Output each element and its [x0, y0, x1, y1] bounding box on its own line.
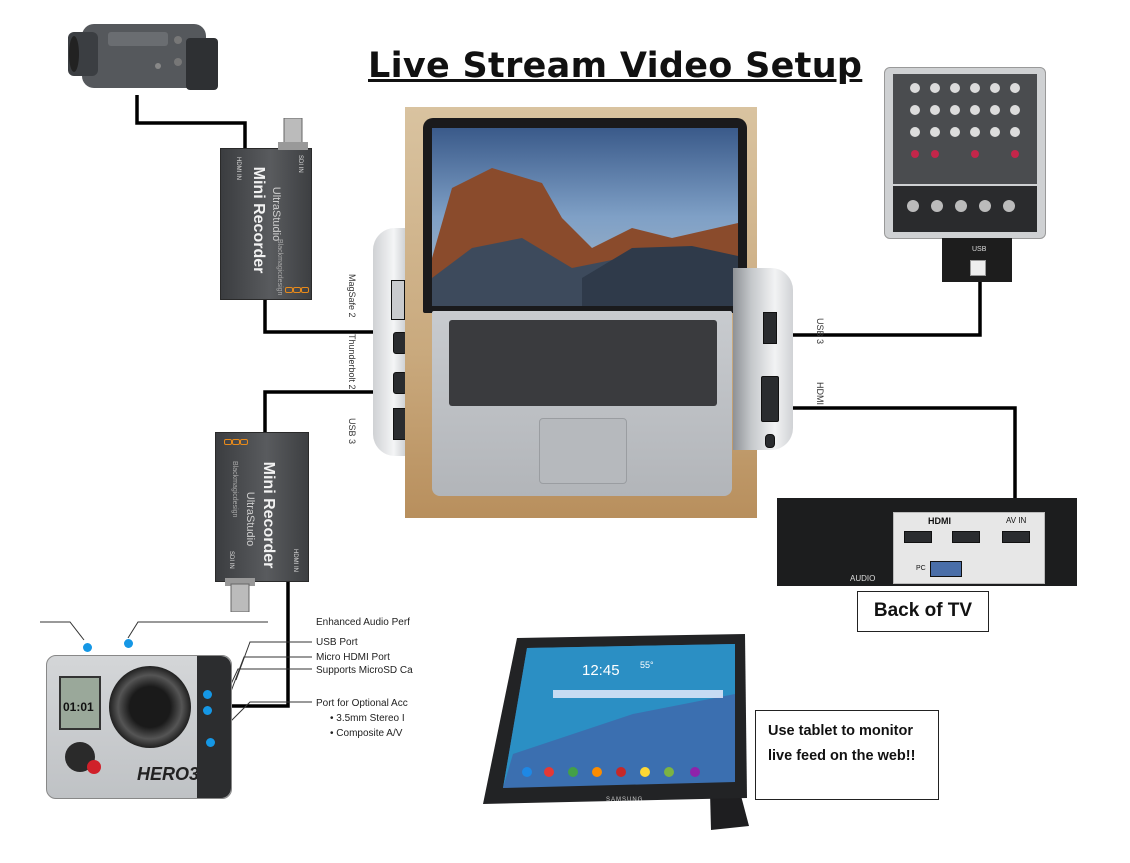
sdi-connector-icon — [278, 118, 308, 150]
gopro-feature: Port for Optional Acc — [316, 698, 408, 709]
vga-port — [930, 561, 962, 577]
tv-hdmi-port — [952, 531, 980, 543]
laptop-trackpad — [539, 418, 627, 484]
magsafe-port — [391, 280, 405, 320]
callout-dot — [203, 690, 212, 699]
tv-audio-label: AUDIO — [850, 574, 876, 583]
recorder-port-label: HDMI IN — [292, 549, 298, 572]
recorder-port-label: SDI IN — [228, 551, 234, 569]
led-indicator — [232, 439, 240, 445]
laptop-right-side-image — [733, 268, 793, 450]
recorder-subtitle: UltraStudio — [270, 186, 282, 242]
port-label-hdmi: HDMI — [815, 382, 825, 405]
tv-caption: Back of TV — [873, 600, 973, 621]
recorder-port-label: SDI IN — [297, 155, 303, 173]
led-indicator — [285, 287, 293, 293]
port-label-thunderbolt: Thunderbolt 2 — [347, 334, 357, 390]
recorder-brand: Blackmagicdesign — [231, 461, 238, 518]
audio-mixer-image — [884, 67, 1046, 239]
sd-slot — [765, 434, 775, 448]
recorder-port-label: HDMI IN — [235, 157, 241, 180]
tv-hdmi-port — [904, 531, 932, 543]
callout-dot — [203, 706, 212, 715]
usb-b-port — [970, 260, 986, 276]
gopro-lcd: 01:01 — [59, 676, 101, 730]
tv-caption-box: Back of TV — [857, 591, 989, 632]
gopro-side — [197, 656, 231, 798]
mixer-usb-port-image: USB — [942, 238, 1012, 282]
gopro-callout-lines — [40, 621, 312, 723]
gopro-model: HERO3 — [137, 764, 200, 784]
callout-dot — [206, 738, 215, 747]
led-indicator — [240, 439, 248, 445]
led-indicator — [301, 287, 309, 293]
recorder-name: Mini Recorder — [250, 166, 267, 274]
gopro-feature: Enhanced Audio Perf — [316, 617, 410, 628]
mini-recorder-top: HDMI IN SDI IN UltraStudio Mini Recorder… — [220, 148, 312, 300]
tv-hdmi-header: HDMI — [928, 516, 951, 526]
mixer-knobs-icon — [893, 74, 1037, 232]
gopro-feature: USB Port — [316, 637, 358, 648]
recorder-subtitle: UltraStudio — [244, 491, 256, 547]
gopro-feature: Micro HDMI Port — [316, 652, 390, 663]
recorder-brand: Blackmagicdesign — [276, 239, 283, 296]
laptop-screen-image — [432, 128, 738, 306]
tablet-brand: SAMSUNG — [606, 797, 644, 803]
gopro-lcd-text: 01:01 — [63, 700, 94, 714]
tablet-weather: 55° — [640, 660, 654, 670]
port-label-usb: USB 3 — [815, 318, 825, 345]
mini-recorder-bottom: Blackmagicdesign UltraStudio Mini Record… — [215, 432, 309, 582]
cable-camcorder-to-recorder — [135, 95, 247, 150]
tablet-clock: 12:45 — [582, 662, 620, 679]
laptop-keyboard — [449, 320, 717, 406]
tv-av-header: AV IN — [1006, 516, 1027, 525]
gopro-camera-image: 01:01 HERO3 — [46, 655, 232, 799]
callout-dot — [83, 643, 92, 652]
led-indicator — [224, 439, 232, 445]
gopro-sub-feature: • Composite A/V — [330, 728, 403, 739]
recorder-name: Mini Recorder — [260, 461, 277, 569]
page-title: Live Stream Video Setup — [368, 46, 863, 86]
gopro-sub-feature: • 3.5mm Stereo I — [330, 713, 405, 724]
led-indicator — [293, 287, 301, 293]
cable-recorder-to-thunderbolt-top — [263, 297, 395, 334]
gopro-sub-feature-text: Composite A/V — [336, 728, 403, 739]
gopro-record-led — [87, 760, 101, 774]
tv-pc-label: PC — [916, 565, 926, 572]
cable-gopro-to-recorder — [228, 578, 290, 708]
port-label-magsafe: MagSafe 2 — [347, 274, 357, 318]
tablet-image — [483, 634, 749, 830]
cable-thunderbolt-bottom-to-recorder — [263, 390, 395, 435]
tablet-note-box: Use tablet to monitor live feed on the w… — [755, 710, 939, 800]
gopro-lens — [109, 666, 191, 748]
cable-usb-to-mixer — [775, 270, 982, 337]
gopro-feature: Supports MicroSD Ca — [316, 665, 413, 676]
tv-hdmi-port — [1002, 531, 1030, 543]
usb-port — [763, 312, 777, 344]
sdi-connector-icon — [225, 578, 255, 612]
port-label-usb: USB 3 — [347, 418, 357, 445]
camcorder-image — [68, 24, 218, 90]
tablet-note-text: Use tablet to monitor live feed on the w… — [768, 723, 916, 764]
gopro-sub-feature-text: 3.5mm Stereo I — [336, 713, 405, 724]
mixer-usb-label: USB — [972, 246, 987, 253]
hdmi-port — [761, 376, 779, 422]
cable-hdmi-to-tv — [775, 406, 1017, 540]
tv-hdmi-panel: HDMI AV IN PC — [893, 512, 1045, 584]
callout-dot — [124, 639, 133, 648]
